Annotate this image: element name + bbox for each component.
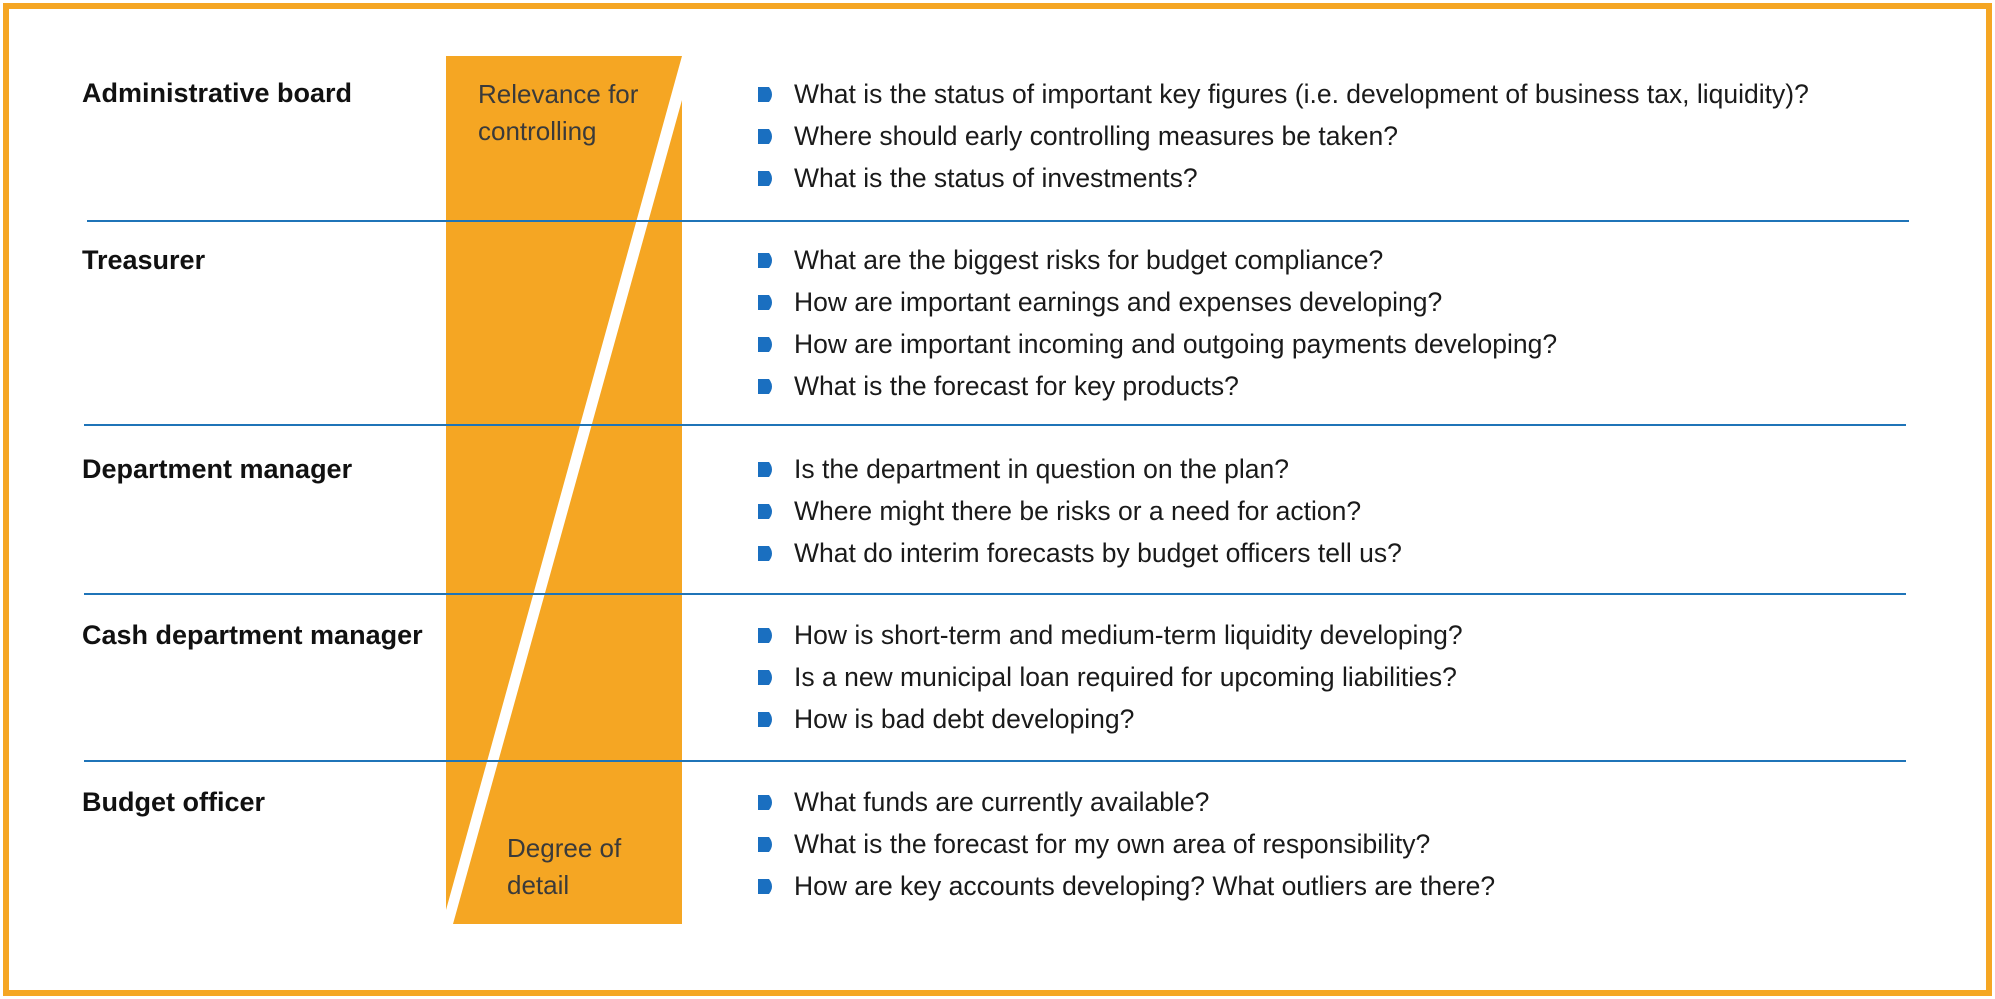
question-item: How is short-term and medium-term liquid… (757, 614, 1463, 656)
question-text: How is bad debt developing? (794, 704, 1135, 734)
triangle-bullet-icon (758, 337, 772, 352)
row-divider (87, 220, 1909, 222)
question-text: What is the status of investments? (794, 163, 1198, 193)
triangle-bullet-icon (758, 129, 772, 144)
triangle-bullet-icon (758, 712, 772, 727)
question-item: How are important incoming and outgoing … (757, 323, 1557, 365)
wedge-bottom-label: Degree of detail (507, 830, 621, 904)
question-list: What are the biggest risks for budget co… (757, 239, 1557, 407)
question-text: What is the forecast for my own area of … (794, 829, 1431, 859)
row-divider (84, 760, 1906, 762)
wedge-top-label: Relevance for controlling (478, 76, 638, 150)
question-item: Where might there be risks or a need for… (757, 490, 1402, 532)
triangle-bullet-icon (758, 171, 772, 186)
question-item: Is the department in question on the pla… (757, 448, 1402, 490)
triangle-bullet-icon (758, 295, 772, 310)
triangle-bullet-icon (758, 546, 772, 561)
question-item: How is bad debt developing? (757, 698, 1463, 740)
question-text: How are important incoming and outgoing … (794, 329, 1558, 359)
triangle-bullet-icon (758, 628, 772, 643)
wedge-bottom-label-line1: Degree of (507, 833, 622, 863)
triangle-bullet-icon (758, 379, 772, 394)
role-label: Department manager (82, 454, 353, 484)
question-item: What is the status of investments? (757, 157, 1809, 199)
wedge-top-label-line2: controlling (478, 116, 597, 146)
question-item: How are key accounts developing? What ou… (757, 865, 1495, 907)
question-item: What do interim forecasts by budget offi… (757, 532, 1402, 574)
wedge-top-label-line1: Relevance for (478, 79, 639, 109)
triangle-bullet-icon (758, 670, 772, 685)
role-label: Cash department manager (82, 620, 423, 650)
role-label: Treasurer (82, 245, 206, 275)
question-item: What is the forecast for my own area of … (757, 823, 1495, 865)
question-text: What is the status of important key figu… (794, 79, 1809, 109)
question-item: What are the biggest risks for budget co… (757, 239, 1557, 281)
question-list: Is the department in question on the pla… (757, 448, 1402, 574)
question-text: Is the department in question on the pla… (794, 454, 1290, 484)
triangle-bullet-icon (758, 879, 772, 894)
question-item: What is the forecast for key products? (757, 365, 1557, 407)
question-list: What funds are currently available? What… (757, 781, 1495, 907)
question-text: Is a new municipal loan required for upc… (794, 662, 1457, 692)
triangle-bullet-icon (758, 253, 772, 268)
question-item: What is the status of important key figu… (757, 73, 1809, 115)
role-label: Budget officer (82, 787, 266, 817)
question-item: What funds are currently available? (757, 781, 1495, 823)
role-label: Administrative board (82, 78, 353, 108)
question-text: Where might there be risks or a need for… (794, 496, 1362, 526)
question-item: How are important earnings and expenses … (757, 281, 1557, 323)
question-text: How is short-term and medium-term liquid… (794, 620, 1463, 650)
question-text: How are key accounts developing? What ou… (794, 871, 1496, 901)
question-text: Where should early controlling measures … (794, 121, 1398, 151)
triangle-bullet-icon (758, 462, 772, 477)
question-text: What do interim forecasts by budget offi… (794, 538, 1402, 568)
question-text: How are important earnings and expenses … (794, 287, 1443, 317)
row-divider (84, 593, 1906, 595)
wedge-bottom-label-line2: detail (507, 870, 570, 900)
question-item: Is a new municipal loan required for upc… (757, 656, 1463, 698)
question-item: Where should early controlling measures … (757, 115, 1809, 157)
triangle-bullet-icon (758, 87, 772, 102)
diagram-frame (3, 3, 1992, 996)
triangle-bullet-icon (758, 795, 772, 810)
question-text: What are the biggest risks for budget co… (794, 245, 1384, 275)
question-list: What is the status of important key figu… (757, 73, 1809, 199)
question-text: What funds are currently available? (794, 787, 1210, 817)
wedge-lower-triangle (453, 100, 682, 924)
question-list: How is short-term and medium-term liquid… (757, 614, 1463, 740)
triangle-bullet-icon (758, 504, 772, 519)
triangle-bullet-icon (758, 837, 772, 852)
row-divider (84, 424, 1906, 426)
question-text: What is the forecast for key products? (794, 371, 1239, 401)
wedge-upper-triangle (446, 56, 682, 910)
